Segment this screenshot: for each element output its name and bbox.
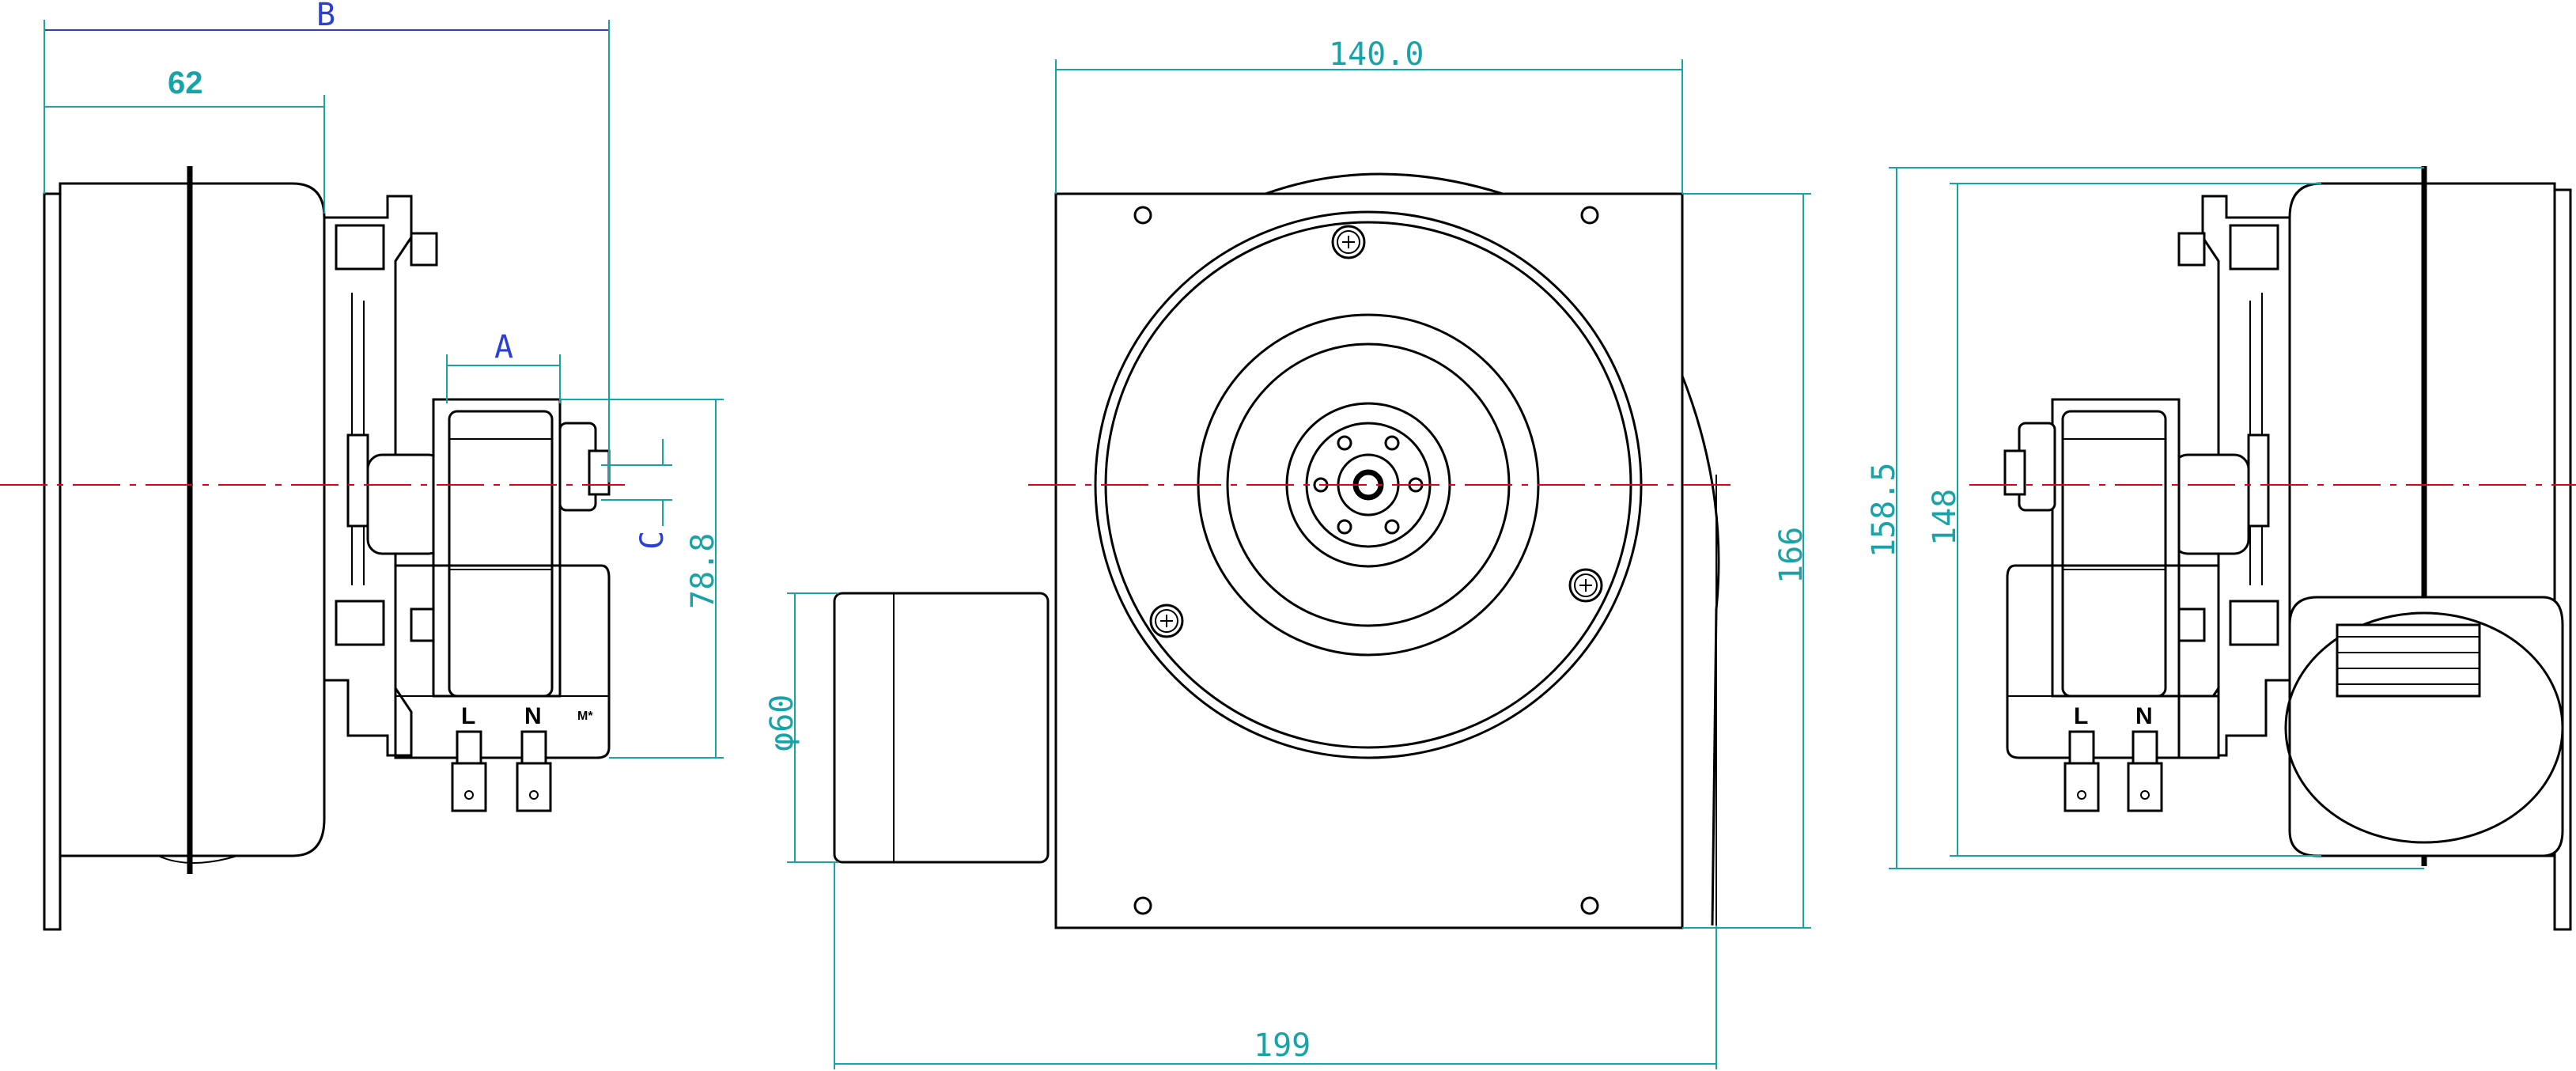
- front-screw-right: [1568, 568, 1603, 603]
- dim-phi60-label: φ60: [764, 694, 800, 751]
- left-terminal-L: [451, 730, 487, 812]
- right-shaft-coupling: [2172, 453, 2250, 555]
- dim-B-label: B: [316, 0, 335, 33]
- left-terminal-box: [394, 564, 611, 759]
- front-hub-hole: [1384, 519, 1400, 535]
- right-terminal-block: [2177, 694, 2220, 759]
- front-mounting-plate: [1054, 192, 1684, 929]
- dim-158-label: 158.5: [1866, 463, 1902, 558]
- front-hub-hole: [1337, 519, 1352, 535]
- front-scroll-right: [1679, 371, 1720, 926]
- right-bottom-bolt-nut: [2177, 607, 2206, 642]
- front-plate-hole-tl: [1133, 206, 1152, 225]
- right-top-bolt-head: [2229, 224, 2279, 271]
- front-outlet: [833, 592, 1050, 864]
- left-mounting-plate: [43, 192, 62, 931]
- right-shaft-collar: [2247, 433, 2270, 528]
- left-top-bolt-head: [335, 224, 385, 271]
- dim-148-label: 148: [1927, 489, 1963, 546]
- right-terminal-L-label: L: [2074, 703, 2088, 729]
- dim-A-label: A: [494, 329, 513, 365]
- dim-62-label: 62: [168, 66, 203, 100]
- left-terminal-L-label: L: [461, 703, 475, 729]
- left-terminal-N-label: N: [524, 703, 542, 729]
- left-terminal-small-label: M*: [577, 710, 593, 723]
- left-motor-end-bolt-2: [588, 449, 611, 496]
- right-outlet-vane: [2336, 623, 2481, 698]
- front-plate-hole-bl: [1133, 896, 1152, 915]
- left-motor-core: [448, 410, 554, 698]
- front-scroll-top: [1265, 172, 1504, 195]
- left-housing-lip: [157, 855, 238, 864]
- dim-166-label: 166: [1773, 527, 1810, 584]
- left-motor-bracket: [323, 195, 413, 757]
- front-hub-hole: [1337, 435, 1352, 451]
- right-terminal-N: [2127, 730, 2163, 812]
- left-top-bolt-nut: [410, 232, 438, 267]
- dim-78-label: 78.8: [685, 533, 721, 609]
- left-shaft-coupling: [366, 453, 444, 555]
- front-screw-top: [1331, 225, 1366, 259]
- dim-C-label: C: [634, 531, 671, 550]
- front-plate-hole-br: [1580, 896, 1599, 915]
- front-plate-hole-tr: [1580, 206, 1599, 225]
- left-shaft-collar: [346, 433, 369, 528]
- front-hub-hole: [1384, 435, 1400, 451]
- left-bottom-bolt-head: [335, 600, 385, 646]
- front-view: 140.0 166 φ60 199: [764, 36, 1811, 1069]
- right-terminal-N-label: N: [2135, 703, 2153, 729]
- right-side-view: L N 158.5 148: [1866, 166, 2576, 931]
- right-outlet-opening: [2284, 611, 2564, 844]
- dim-140-label: 140.0: [1329, 36, 1424, 73]
- right-motor-end-bolt-2: [2003, 449, 2026, 496]
- right-terminal-box: [2006, 564, 2220, 759]
- left-side-view: L N M* B 62 A C 78.8: [0, 0, 724, 931]
- left-housing-body: [59, 182, 326, 857]
- front-screw-left: [1149, 604, 1184, 638]
- right-bottom-bolt-head: [2229, 600, 2279, 646]
- right-top-bolt-nut: [2177, 232, 2206, 267]
- dim-199-label: 199: [1254, 1027, 1311, 1064]
- right-terminal-L: [2063, 730, 2100, 812]
- left-terminal-N: [516, 730, 552, 812]
- right-motor-core: [2061, 410, 2167, 698]
